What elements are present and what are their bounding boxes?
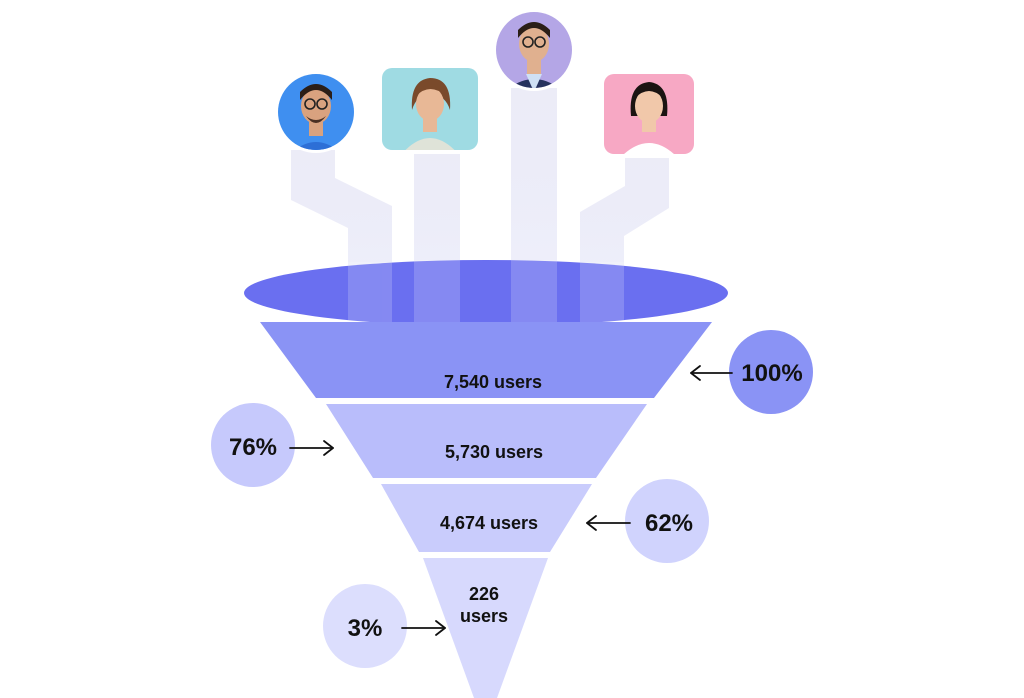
arrows [289, 365, 733, 636]
man-glasses-avatar [275, 71, 357, 153]
stream-3 [511, 88, 557, 300]
smiling-woman-avatar [600, 70, 698, 158]
woman-avatar [378, 64, 482, 154]
stream-1 [291, 150, 392, 300]
stream-4 [580, 152, 669, 300]
percent-badge-100: 100% [729, 330, 813, 414]
percent-badge-62: 62% [625, 479, 709, 563]
arrow-right-icon [289, 440, 334, 456]
funnel-stage-4 [423, 558, 548, 698]
percent-3-label: 3% [348, 615, 383, 642]
funnel-stage-2 [326, 404, 647, 478]
funnel-stage-3 [381, 484, 592, 552]
stage-2-users: 5,730 users [445, 442, 543, 462]
funnel-stage-1 [260, 322, 712, 398]
stage-4-users-unit: users [460, 606, 508, 626]
percent-100-label: 100% [741, 360, 802, 387]
percent-badge-76: 76% [211, 403, 295, 487]
funnel-stages [260, 322, 712, 698]
stage-1-users: 7,540 users [444, 372, 542, 392]
stage-4-users-count: 226 [469, 584, 499, 604]
percent-76-label: 76% [229, 434, 277, 461]
percent-badge-3: 3% [323, 584, 407, 668]
stage-3-users: 4,674 users [440, 513, 538, 533]
rim-stream-overlay [348, 260, 624, 326]
businessman-avatar [493, 9, 575, 91]
arrow-left-icon [690, 365, 733, 381]
percent-62-label: 62% [645, 510, 693, 537]
arrow-right-icon [401, 620, 446, 636]
funnel-rim [244, 260, 728, 326]
arrow-left-icon [586, 515, 631, 531]
